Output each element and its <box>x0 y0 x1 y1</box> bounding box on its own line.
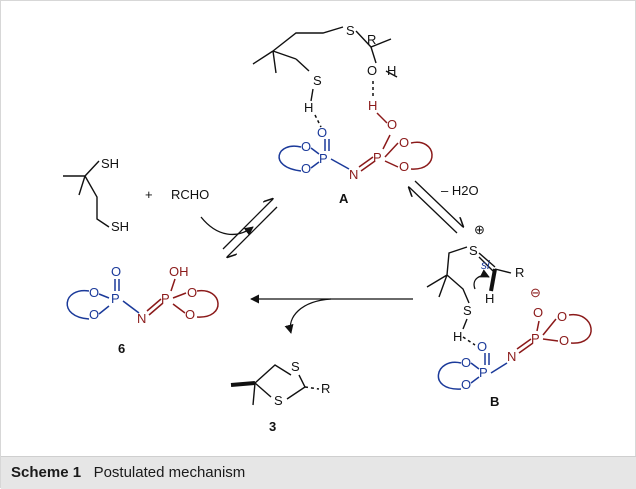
B-sulfonium: S <box>469 243 478 258</box>
A-phosphorus-1: P <box>319 151 328 166</box>
c6-nitrogen: N <box>137 311 146 326</box>
product-3: S S R 3 <box>230 359 330 434</box>
label-B: B <box>490 394 499 409</box>
product-sulfur-2: S <box>274 393 283 408</box>
reaction-arrows: – H2O <box>200 180 479 334</box>
A-oxygen-red-3: O <box>399 159 409 174</box>
B-oxygen-red-2: O <box>557 309 567 324</box>
c6-oxygen-3: O <box>89 307 99 322</box>
A-sulfur-2: S <box>313 73 322 88</box>
B-R-group: R <box>515 265 524 280</box>
A-hydrogen-red: H <box>368 98 377 113</box>
B-oxygen-red-1: O <box>533 305 543 320</box>
B-phosphorus-2: P <box>531 331 540 346</box>
dithiol-SH-2: SH <box>111 219 129 234</box>
A-phosphorus-2: P <box>373 150 382 165</box>
label-3: 3 <box>269 419 276 434</box>
A-oxygen-red-2: O <box>399 135 409 150</box>
product-sulfur-1: S <box>291 359 300 374</box>
A-hydroxyl-oxygen: O <box>367 63 377 78</box>
rcho-reagent: RCHO <box>171 187 209 202</box>
c6-phosphorus-1: P <box>111 291 120 306</box>
caption-text: Postulated mechanism <box>93 464 246 481</box>
si-face-label: si <box>481 258 490 272</box>
label-A: A <box>339 191 349 206</box>
label-6: 6 <box>118 341 125 356</box>
A-thiol-hydrogen: H <box>304 100 313 115</box>
B-oxygen-1: O <box>477 339 487 354</box>
B-minus-charge: ⊖ <box>530 285 541 300</box>
A-oxygen-1: O <box>317 125 327 140</box>
B-oxygen-red-3: O <box>559 333 569 348</box>
A-sulfur-1: S <box>346 23 355 38</box>
dithiol-SH-1: SH <box>101 156 119 171</box>
A-oxygen-3: O <box>301 161 311 176</box>
intermediate-A: S R S O H H O P O O N P H O O O A <box>252 23 433 206</box>
minus-water-label: – H2O <box>441 183 479 198</box>
scheme-caption: Scheme 1 Postulated mechanism <box>11 464 245 481</box>
B-sulfur-2: S <box>463 303 472 318</box>
plus-sign: + <box>145 187 153 202</box>
product-R-group: R <box>321 381 330 396</box>
A-nitrogen: N <box>349 167 358 182</box>
c6-oxygen-red-2: O <box>185 307 195 322</box>
c6-oxygen-2: O <box>89 285 99 300</box>
B-thiol-hydrogen: H <box>453 329 462 344</box>
caption-label: Scheme 1 <box>11 464 82 481</box>
A-oxygen-red-1: O <box>387 117 397 132</box>
A-R-group: R <box>367 32 376 47</box>
B-hydrogen: H <box>485 291 494 306</box>
B-oxygen-3: O <box>461 377 471 392</box>
mechanism-diagram: S R S O H H O P O O N P H O O O A SH SH <box>63 23 592 434</box>
A-hydroxyl-hydrogen: H <box>387 63 396 78</box>
B-phosphorus-1: P <box>479 365 488 380</box>
A-oxygen-2: O <box>301 139 311 154</box>
c6-oxygen-red-1: O <box>187 285 197 300</box>
B-nitrogen: N <box>507 349 516 364</box>
caption-bar: Scheme 1 Postulated mechanism <box>1 456 636 489</box>
B-oxygen-2: O <box>461 355 471 370</box>
c6-oxygen-1: O <box>111 264 121 279</box>
catalyst-6: O P O O N P OH O O 6 <box>66 264 219 356</box>
intermediate-B: ⊕ S R H si S H O P O O N P ⊖ O O O B <box>426 222 592 409</box>
c6-phosphorus-2: P <box>161 291 170 306</box>
dithiol-reagent: SH SH + RCHO <box>63 156 209 234</box>
B-plus-charge: ⊕ <box>474 222 485 237</box>
c6-hydroxyl: OH <box>169 264 189 279</box>
